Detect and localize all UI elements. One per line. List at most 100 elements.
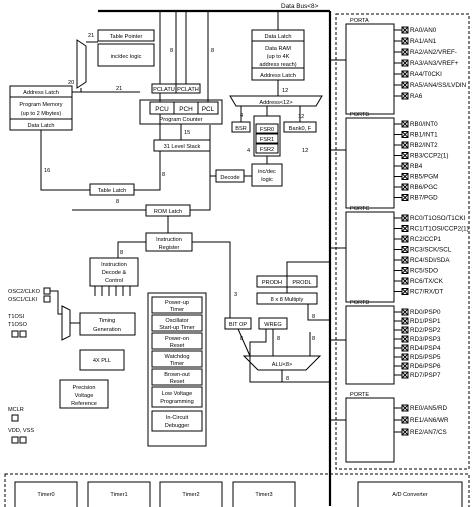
bsr-label: BSR [235, 126, 247, 132]
instruction-decode-line1: Instruction [101, 262, 127, 268]
portd-group: PORTD RD0/PSP0RD1/PSP1RD2/PSP2RD3/PSP3RD… [345, 300, 441, 385]
portc-box [345, 211, 395, 303]
portc-pin-cross [401, 267, 409, 274]
porta-pin-label: RA3/AN3/VREF+ [410, 60, 459, 67]
portc-pin-cross [401, 235, 409, 243]
porta-pin-label: RA5/AN4/SS/LVDIN [410, 82, 467, 89]
program-memory-line2: (up to 2 Mbytes) [21, 111, 62, 117]
brownout-line1: Brown-out [164, 372, 190, 378]
prodl-label: PRODL [292, 280, 311, 286]
adc-label: A/D Converter [392, 492, 428, 498]
poweron-line1: Power-on [165, 336, 189, 342]
inc-dec-logic-label: inc/dec logic [111, 54, 142, 60]
portb-title: PORTB [350, 112, 369, 118]
inc-dec-logic-box [97, 43, 155, 67]
osc2-pin [43, 287, 51, 295]
portb-pin-cross [401, 120, 409, 128]
precision-voltage-line2: Voltage [75, 393, 94, 399]
portd-pin-label: RD4/PSP4 [410, 345, 441, 352]
watchdog-line2: Timer [170, 361, 184, 367]
portd-box [345, 305, 395, 385]
oscillator-startup-box [151, 314, 203, 332]
bus-label-8a: 8 [170, 48, 173, 54]
pcl-label: PCL [202, 106, 215, 113]
table-pointer-label: Table Pointer [110, 34, 143, 40]
portc-group: PORTC RC0/T1OSO/T1CKIRC1/T1OSI/CCP2(1)RC… [345, 206, 469, 303]
porte-pin-label: RE2/AN7/CS [410, 429, 447, 436]
timing-generation-line2: Generation [93, 327, 121, 333]
pclath-label: PCLATH [177, 87, 199, 93]
bus-label-21a: 21 [88, 33, 94, 39]
osc-mux [61, 305, 71, 341]
poweron-reset-box [151, 332, 203, 350]
portd-pin-cross [401, 308, 409, 316]
watchdog-box [151, 350, 203, 368]
porte-pin-cross [401, 404, 409, 412]
porte-pin-cross [401, 416, 409, 424]
portd-pin-label: RD1/PSP1 [410, 318, 441, 325]
portd-pin-cross [401, 344, 409, 352]
bank-label: Bank0, F [289, 126, 312, 132]
bus-label-15: 15 [184, 130, 190, 136]
powerup-timer-box [151, 296, 203, 314]
osc1-pin [43, 295, 51, 303]
lowvoltage-line1: Low Voltage [162, 391, 192, 397]
porta-pin-cross [401, 81, 409, 89]
pclatu-label: PCLATU [153, 87, 175, 93]
portb-box [345, 117, 395, 209]
multiply-label: 8 x 8 Multiply [271, 297, 304, 303]
level-stack-label: 31 Level Stack [164, 144, 201, 150]
timer0-label: Timer0 [37, 492, 54, 498]
timer3-label: Timer3 [255, 492, 272, 498]
fsr0-box [255, 123, 279, 134]
portc-pin-label: RC3/SCK/SCL [410, 247, 452, 254]
brownout-box [151, 368, 203, 386]
address-latch-label: Address Latch [23, 90, 59, 96]
data-ram-line1: Data RAM [265, 46, 291, 52]
bus-label-8e: 8 [120, 250, 123, 256]
fsr2-box [255, 143, 279, 154]
portd-pin-cross [401, 362, 409, 370]
bus-label-8f: 8 [240, 336, 243, 342]
powerup-line1: Power-up [165, 300, 189, 306]
mclr-pin [11, 414, 19, 422]
portc-pin-label: RC0/T1OSO/T1CKI [410, 215, 466, 222]
portc-pin-list: RC0/T1OSO/T1CKI RC1/T1OSI/CCP2(1) RC2/CCP1… [394, 214, 469, 296]
portc-pin-label: RC2/CCP1 [410, 236, 442, 243]
pclath-box [175, 83, 201, 94]
fsr0-label: FSR0 [260, 127, 274, 133]
porta-pin-cross [401, 59, 409, 67]
portb-pin-cross [401, 183, 409, 191]
ram-address-latch-label: Address Latch [260, 73, 296, 79]
ir-to-bitop-wire [192, 241, 231, 318]
pll-box [79, 349, 125, 371]
portd-pin-cross [401, 371, 409, 379]
portd-pin-label: RD2/PSP2 [410, 327, 441, 334]
rom-latch-label: ROM Latch [154, 209, 182, 215]
precision-voltage-line1: Precision [72, 385, 95, 391]
porte-box [345, 397, 395, 463]
portb-pin-cross [401, 141, 409, 149]
data-ram-line3: address reach) [259, 62, 296, 68]
decode-label: Decode [220, 175, 239, 181]
brownout-line2: Reset [170, 379, 185, 385]
portd-pin-cross [401, 317, 409, 325]
portd-pin-cross [401, 335, 409, 343]
portb-pin-cross [401, 173, 409, 180]
osc-startup-line1: Oscillator [165, 318, 188, 324]
progmem-to-tablelatch-wire [40, 130, 90, 191]
portd-pin-label: RD0/PSP0 [410, 309, 441, 316]
powerup-line2: Timer [170, 307, 184, 313]
porta-pin-label: RA4/T0CKI [410, 71, 442, 78]
portc-pin-label: RC1/T1OSI/CCP2(1) [410, 226, 469, 233]
instruction-register-line1: Instruction [156, 237, 182, 243]
t1oso-pin [19, 330, 27, 338]
osc-to-mux-wire [50, 290, 62, 315]
osc-startup-line2: Start-up Timer [159, 325, 195, 331]
pcu-label: PCU [155, 106, 169, 113]
lowvoltage-line2: Programming [160, 399, 194, 405]
portc-pin-cross [401, 246, 409, 253]
portb-pin-label: RB4 [410, 163, 423, 170]
